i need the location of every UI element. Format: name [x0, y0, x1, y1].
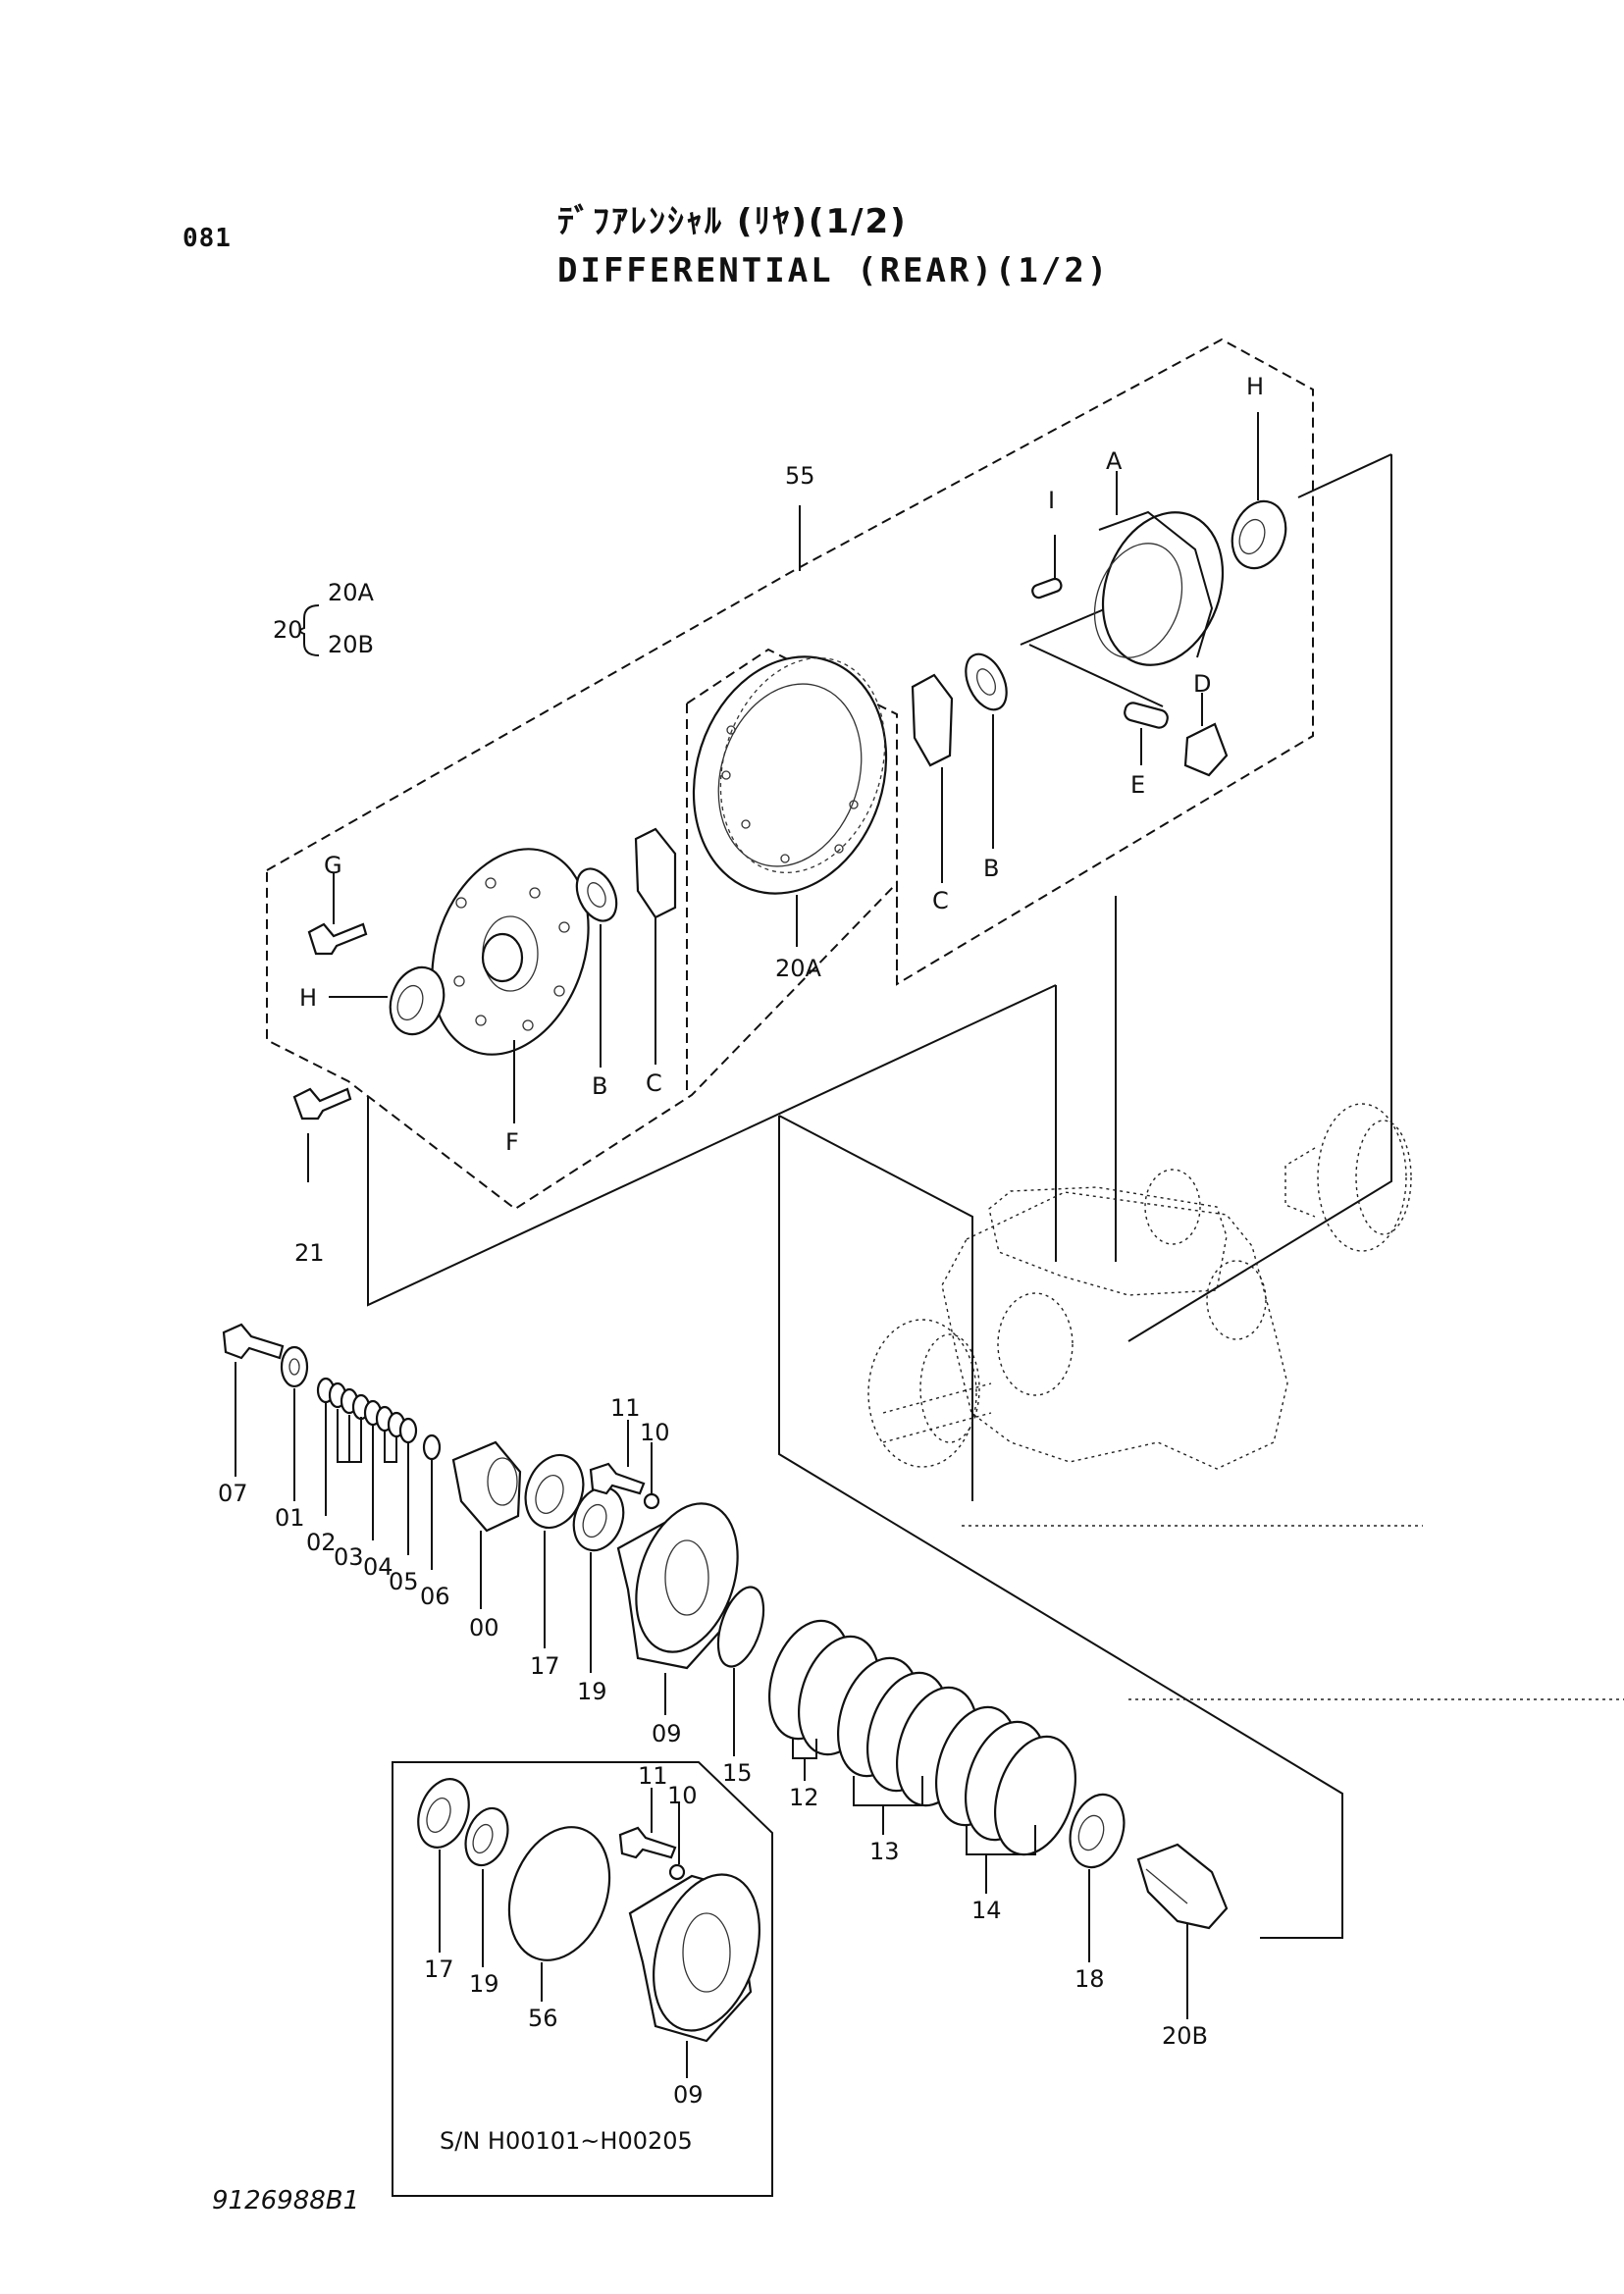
label-20: 20 [273, 616, 303, 644]
coupling-00 [451, 1440, 522, 1533]
bolt-07 [222, 1323, 285, 1360]
label-13: 13 [869, 1838, 900, 1865]
label-B-top: B [983, 855, 999, 882]
label-H-top: H [1246, 373, 1264, 400]
inset-bearing-17 [417, 1778, 470, 1849]
differential-case-F [431, 848, 590, 1056]
o-ring-15 [716, 1586, 765, 1668]
label-17: 17 [530, 1652, 560, 1680]
label-12: 12 [789, 1784, 819, 1811]
label-07: 07 [218, 1480, 248, 1507]
label-03: 03 [334, 1543, 364, 1571]
serial-range: S/N H00101~H00205 [440, 2127, 693, 2155]
label-20A-legend: 20A [328, 579, 375, 606]
label-C-lower: C [646, 1069, 662, 1097]
shims-14 [934, 1705, 1077, 1856]
bearing-H-bottom [389, 965, 445, 1036]
cage-09 [616, 1502, 739, 1670]
pinion-D [1183, 722, 1229, 777]
label-09: 09 [652, 1720, 682, 1747]
differential-housing [867, 1103, 1412, 1470]
pin-I [1031, 577, 1063, 600]
inset-bolt-11 [618, 1826, 677, 1859]
ring-gear-region-outline [686, 648, 898, 984]
label-G: G [324, 852, 342, 879]
label-01: 01 [275, 1504, 305, 1532]
bolt-G [307, 922, 368, 956]
inset-label-17: 17 [424, 1955, 454, 1983]
connector-line [1127, 454, 1392, 1342]
serial-inset-outline [392, 1761, 773, 2197]
label-14: 14 [971, 1897, 1002, 1924]
washer-01 [280, 1345, 309, 1388]
pin-E [1124, 702, 1169, 729]
label-19: 19 [577, 1678, 607, 1705]
document-code: 9126988B1 [212, 2186, 360, 2216]
label-20B: 20B [1162, 2022, 1208, 2050]
housing-frame [778, 1115, 1343, 1939]
inset-label-11: 11 [638, 1762, 668, 1790]
inset-cage-09 [628, 1873, 760, 2043]
bolt-11 [589, 1462, 646, 1495]
bearing-H-top [1231, 499, 1287, 570]
label-B-lower: B [592, 1072, 607, 1100]
label-E: E [1130, 771, 1145, 799]
differential-case-A [1093, 510, 1225, 666]
label-21: 21 [294, 1239, 325, 1267]
washer-10 [643, 1492, 660, 1510]
label-11: 11 [610, 1394, 641, 1422]
shims-02-05 [316, 1377, 418, 1444]
label-H-lower: H [299, 984, 317, 1012]
label-D: D [1193, 670, 1211, 698]
inset-label-10: 10 [667, 1782, 698, 1809]
inset-washer-10 [668, 1863, 686, 1881]
thrust-washer-B-lower [575, 867, 618, 922]
bearing-18 [1069, 1793, 1126, 1869]
label-06: 06 [420, 1583, 450, 1610]
inset-label-19: 19 [469, 1970, 499, 1998]
label-15: 15 [722, 1759, 753, 1787]
bearing-17 [524, 1453, 585, 1530]
label-55: 55 [785, 462, 815, 490]
label-A: A [1106, 447, 1123, 475]
inset-label-56: 56 [528, 2005, 558, 2032]
side-gear-C-top [911, 673, 954, 767]
label-I: I [1048, 487, 1055, 514]
label-00: 00 [469, 1614, 499, 1642]
inset-seal-ring-56 [507, 1826, 611, 1961]
label-02: 02 [306, 1529, 337, 1556]
o-ring-06 [422, 1434, 442, 1461]
title-japanese: ﾃﾞﾌｱﾚﾝｼｬﾙ (ﾘﾔ)(1/2) [557, 202, 908, 241]
thrust-washer-B-top [965, 652, 1008, 711]
ring-gear-20A [692, 655, 888, 895]
bolt-21 [292, 1087, 352, 1121]
side-gear-C-lower [634, 827, 677, 919]
label-F: F [505, 1128, 519, 1156]
label-05: 05 [389, 1568, 419, 1595]
inset-label-09: 09 [673, 2081, 704, 2109]
inset-oil-seal-19 [464, 1806, 509, 1867]
title-english: DIFFERENTIAL (REAR)(1/2) [557, 251, 1111, 290]
label-20A: 20A [775, 955, 822, 982]
pinion-gear-20B [1136, 1843, 1229, 1930]
label-20B-legend: 20B [328, 631, 374, 658]
label-18: 18 [1074, 1965, 1105, 1993]
page-number: 081 [183, 224, 232, 253]
label-C-top: C [932, 887, 949, 914]
label-10: 10 [640, 1419, 670, 1446]
label-04: 04 [363, 1553, 393, 1581]
